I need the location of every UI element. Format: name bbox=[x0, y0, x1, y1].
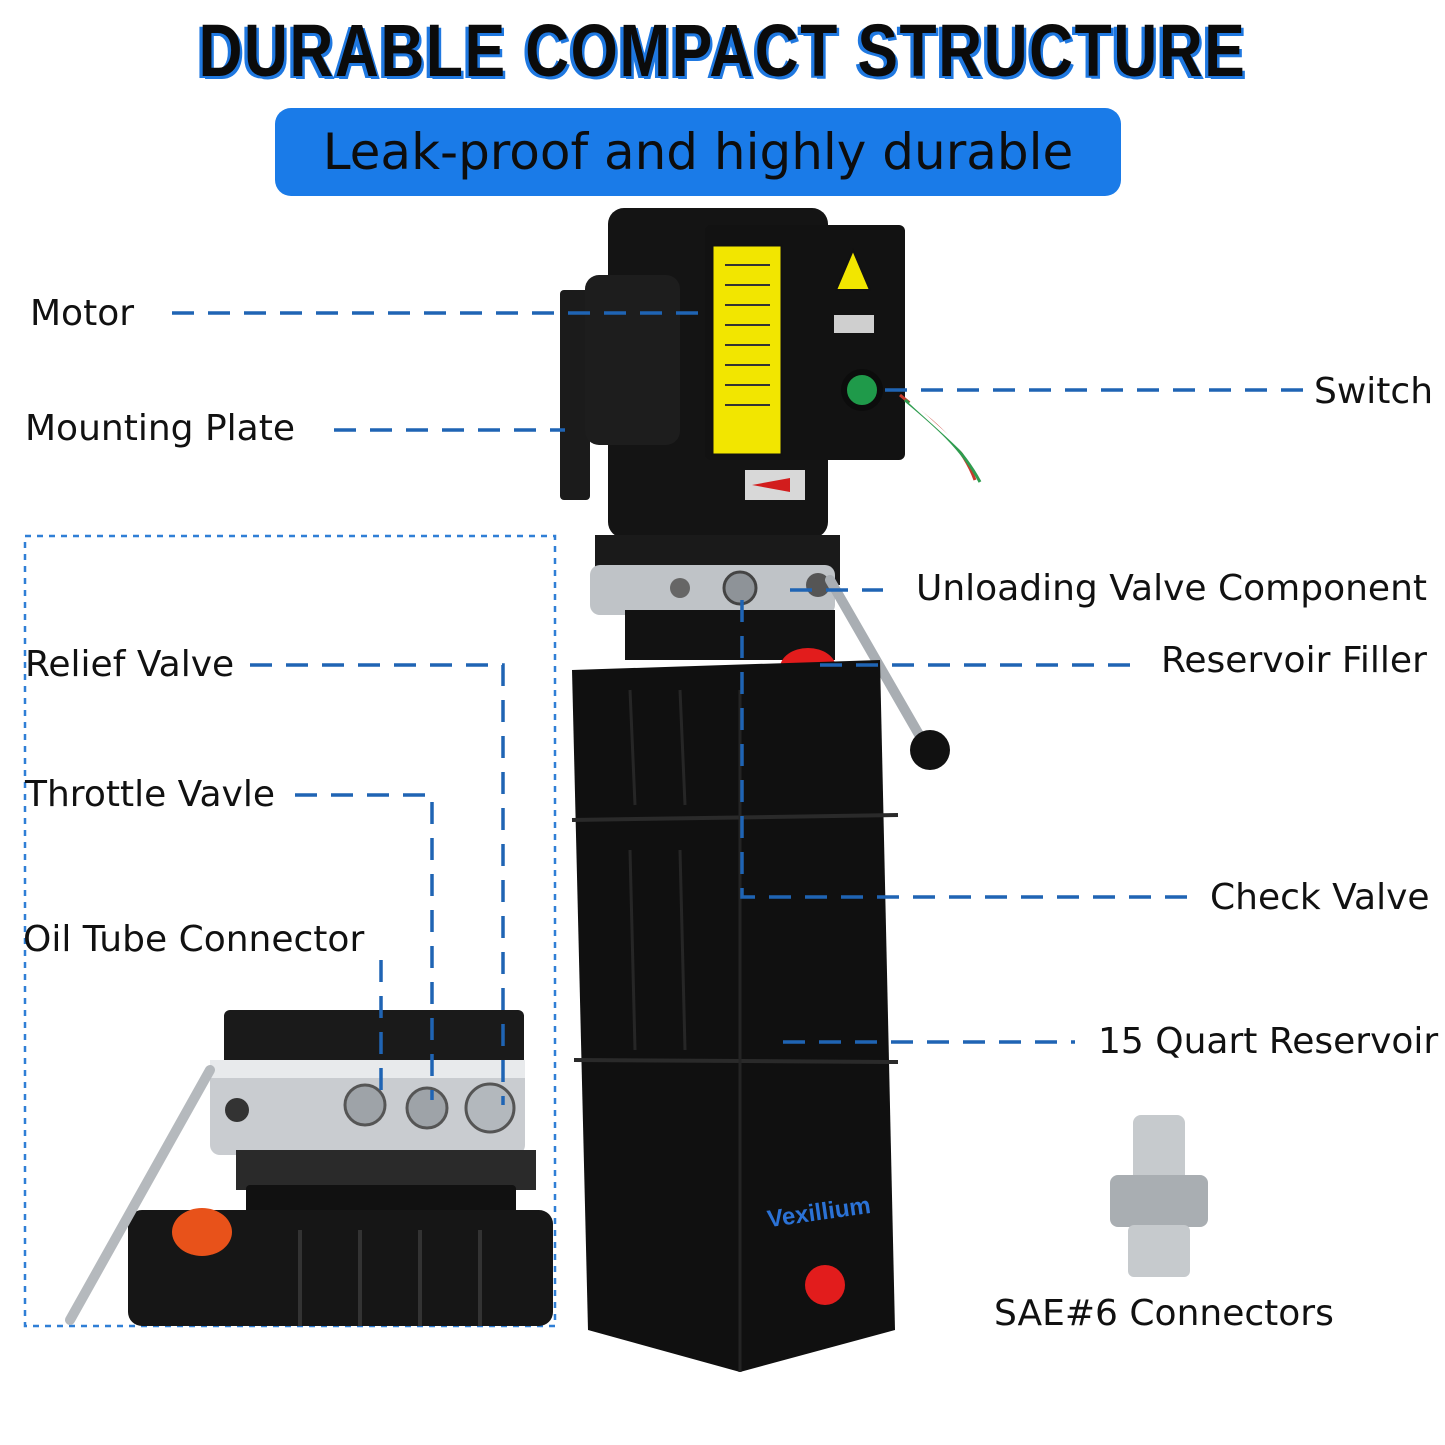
motor-assembly bbox=[560, 208, 988, 538]
label-mounting-plate: Mounting Plate bbox=[25, 408, 295, 449]
throttle-valve-leader bbox=[295, 793, 434, 1100]
page-title: DURABLE COMPACT STRUCTURE bbox=[198, 9, 1247, 92]
label-unloading-valve: Unloading Valve Component bbox=[916, 568, 1428, 609]
label-check-valve: Check Valve bbox=[1210, 877, 1430, 918]
subtitle-text: Leak-proof and highly durable bbox=[322, 123, 1074, 181]
sae-connector-fitting bbox=[1110, 1115, 1208, 1277]
label-relief-valve: Relief Valve bbox=[25, 644, 235, 685]
inset-valve-detail bbox=[65, 1010, 553, 1326]
label-reservoir: 15 Quart Reservoir bbox=[1098, 1021, 1439, 1062]
label-connectors: SAE#6 Connectors bbox=[994, 1293, 1334, 1334]
label-throttle-valve: Throttle Vavle bbox=[25, 774, 276, 815]
label-switch: Switch bbox=[1314, 371, 1434, 412]
reservoir-tank: Vexillium bbox=[571, 660, 899, 1372]
label-oil-tube-connector: Oil Tube Connector bbox=[23, 919, 365, 960]
label-reservoir-filler: Reservoir Filler bbox=[1161, 640, 1427, 681]
subtitle-banner: Leak-proof and highly durable bbox=[275, 108, 1121, 196]
valve-block bbox=[590, 535, 950, 770]
leader-lines bbox=[172, 311, 1312, 1105]
check-valve-leader bbox=[740, 600, 1200, 899]
label-motor: Motor bbox=[30, 293, 135, 334]
relief-valve-leader bbox=[250, 663, 505, 1105]
